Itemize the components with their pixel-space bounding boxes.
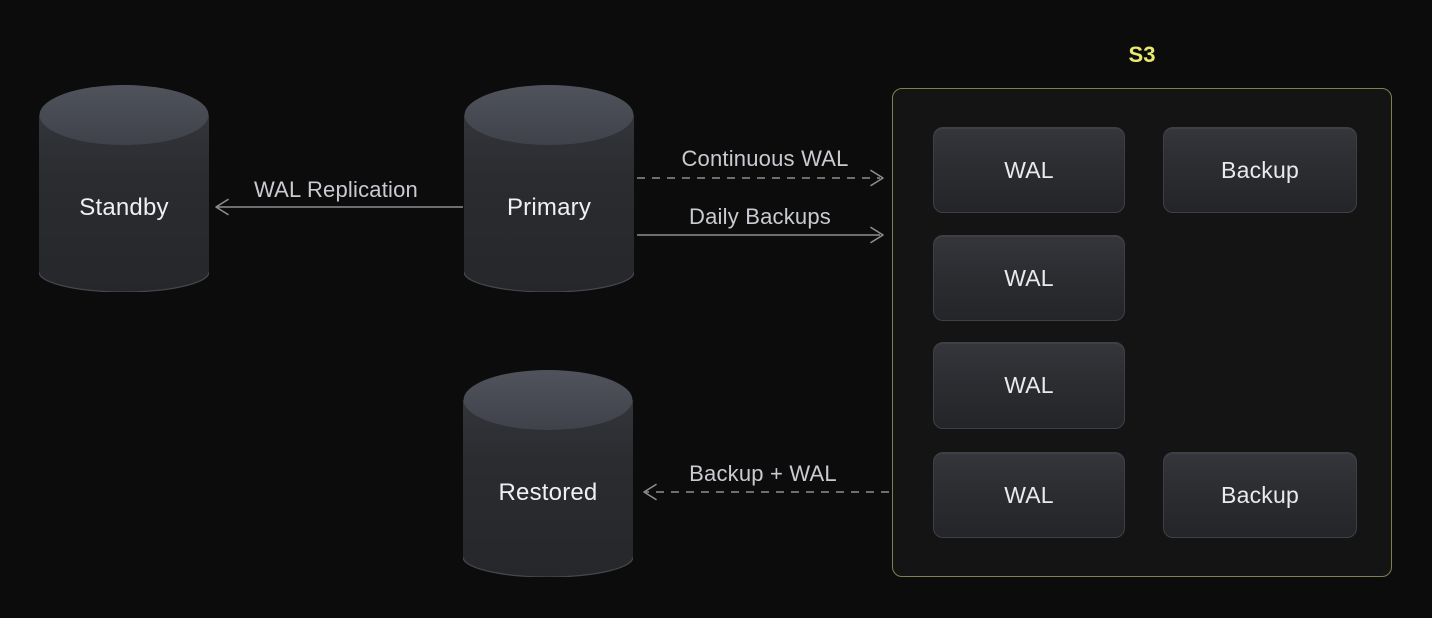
wal-replication-arrow-label: WAL Replication xyxy=(254,177,418,202)
daily-backups-arrow-label: Daily Backups xyxy=(689,204,831,229)
backup-wal-arrow-label: Backup + WAL xyxy=(689,461,837,486)
database-cylinder-icon xyxy=(39,85,209,292)
database-cylinder-icon xyxy=(464,85,634,292)
standby-label: Standby xyxy=(79,194,169,221)
daily-backups-arrowhead xyxy=(870,226,884,244)
s3-item-wal-2: WAL xyxy=(933,235,1125,321)
s3-title: S3 xyxy=(1128,42,1156,67)
continuous-wal-arrow-label: Continuous WAL xyxy=(681,146,849,171)
daily-backups-arrow xyxy=(637,226,884,244)
restored-node: Restored xyxy=(463,370,633,577)
primary-label: Primary xyxy=(506,194,592,221)
s3-item-backup-1: Backup xyxy=(1163,127,1357,213)
backup-wal-arrowhead xyxy=(643,483,657,501)
continuous-wal-arrow xyxy=(637,169,884,187)
s3-container: WAL Backup WAL WAL WAL Backup xyxy=(892,88,1392,577)
standby-node: Standby xyxy=(39,85,209,292)
wal-replication-arrowhead xyxy=(215,198,229,216)
wal-replication-arrow xyxy=(215,198,463,216)
restored-label: Restored xyxy=(498,479,598,506)
s3-item-wal-3: WAL xyxy=(933,342,1125,429)
continuous-wal-arrowhead xyxy=(870,169,884,187)
database-cylinder-icon xyxy=(463,370,633,577)
s3-item-backup-2: Backup xyxy=(1163,452,1357,538)
s3-item-wal-4: WAL xyxy=(933,452,1125,538)
backup-wal-arrow xyxy=(643,483,889,501)
primary-node: Primary xyxy=(464,85,634,292)
s3-item-wal-1: WAL xyxy=(933,127,1125,213)
